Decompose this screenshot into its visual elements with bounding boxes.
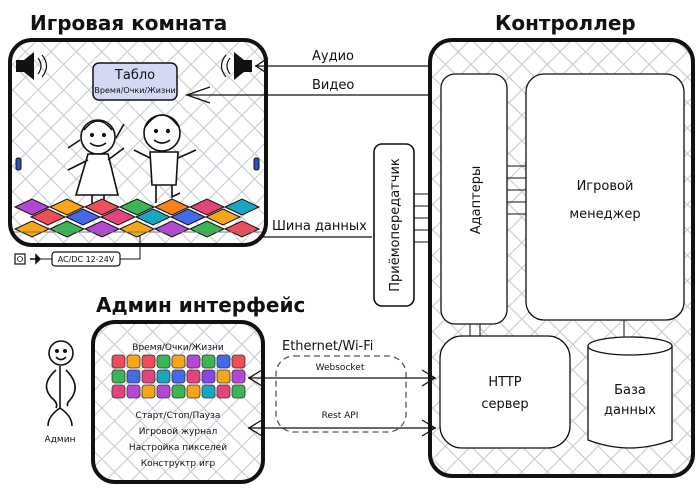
adapters-block: Адаптеры xyxy=(440,73,508,325)
admin-pixel[interactable] xyxy=(171,354,186,369)
admin-title: Админ интерфейс xyxy=(96,293,305,317)
admin-pixel[interactable] xyxy=(141,354,156,369)
floor-tile xyxy=(223,220,261,238)
data-bus-label: Шина данных xyxy=(272,219,367,234)
admin-grid-title: Время/Очки/Жизни xyxy=(132,343,224,353)
floor-tile xyxy=(223,198,261,216)
admin-pixel[interactable] xyxy=(111,354,126,369)
admin-pixel[interactable] xyxy=(141,369,156,384)
admin-pixel[interactable] xyxy=(231,369,246,384)
scoreboard-subtitle: Время/Очки/Жизни xyxy=(94,86,175,95)
websocket-label: Websocket xyxy=(316,363,365,373)
rest-api-label: Rest API xyxy=(322,411,359,421)
websocket-link: Websocket xyxy=(247,363,437,387)
socket-icon xyxy=(14,253,26,265)
admin-pixel[interactable] xyxy=(111,384,126,399)
database-label-line2: данных xyxy=(604,403,656,418)
speaker-right-icon xyxy=(220,52,252,80)
admin-pixel[interactable] xyxy=(156,354,171,369)
network-links: Ethernet/Wi-Fi Websocket Rest API xyxy=(247,339,437,437)
admin-pixel[interactable] xyxy=(171,384,186,399)
admin-pixel-grid xyxy=(111,354,246,399)
admin-pixel[interactable] xyxy=(171,369,186,384)
admin-pixel[interactable] xyxy=(216,384,231,399)
admin-pixel[interactable] xyxy=(186,369,201,384)
game-manager-label-line1: Игровой xyxy=(577,179,634,194)
admin-pixel[interactable] xyxy=(126,369,141,384)
boy-figure-icon xyxy=(133,114,197,203)
girl-figure-icon xyxy=(67,119,125,209)
game-manager-block: Игровой менеджер xyxy=(525,73,685,321)
transceiver: Приёмопередатчик xyxy=(373,143,440,307)
floor-tile xyxy=(204,208,242,226)
admin-pixel[interactable] xyxy=(201,354,216,369)
video-label: Видео xyxy=(312,78,354,93)
adapters-label: Адаптеры xyxy=(469,166,484,234)
floor-tiles xyxy=(13,198,261,238)
admin-section: Админ интерфейс Админ Время/Очки/Жизни С… xyxy=(45,293,305,484)
game-room: Игровая комната Табло Время/Очки/Жизни xyxy=(8,11,268,247)
admin-pixel[interactable] xyxy=(201,384,216,399)
sensor-left-icon xyxy=(15,157,22,171)
database-label-line1: База xyxy=(614,383,646,398)
video-link: Видео xyxy=(185,78,430,104)
admin-pixel[interactable] xyxy=(216,369,231,384)
admin-pixel[interactable] xyxy=(186,354,201,369)
http-server-label-line2: сервер xyxy=(481,397,528,412)
http-server-label-line1: HTTP xyxy=(488,375,521,390)
rest-api-link: Rest API xyxy=(247,411,437,437)
admin-pixel[interactable] xyxy=(201,369,216,384)
game-room-frame xyxy=(8,38,268,247)
admin-pixel[interactable] xyxy=(231,354,246,369)
data-bus-link: Шина данных xyxy=(262,219,372,238)
database-block: База данных xyxy=(587,336,673,449)
controller-title: Контроллер xyxy=(495,11,636,35)
transceiver-label: Приёмопередатчик xyxy=(388,158,403,292)
admin-pixel[interactable] xyxy=(231,384,246,399)
plug-icon xyxy=(30,253,42,265)
scoreboard-title: Табло xyxy=(114,68,155,83)
admin-pixel[interactable] xyxy=(126,384,141,399)
controller: Контроллер Адаптеры Игровой менеджер HTT… xyxy=(428,11,695,478)
speaker-left-icon xyxy=(16,52,48,80)
network-cloud xyxy=(275,355,407,433)
admin-actor-label: Админ xyxy=(45,435,76,445)
admin-menu-game-log[interactable]: Игровой журнал xyxy=(139,427,218,437)
admin-pixel[interactable] xyxy=(156,369,171,384)
admin-pixel[interactable] xyxy=(126,354,141,369)
audio-link: Аудио xyxy=(254,49,430,75)
admin-menu-pixel-settings[interactable]: Настройка пикселей xyxy=(129,443,227,453)
http-server-block: HTTP сервер xyxy=(439,335,571,449)
audio-label: Аудио xyxy=(312,49,354,64)
game-room-title: Игровая комната xyxy=(30,11,227,35)
ethernet-label: Ethernet/Wi-Fi xyxy=(282,339,373,354)
power-supply: AC/DC 12-24V xyxy=(14,235,141,267)
admin-pixel[interactable] xyxy=(156,384,171,399)
admin-pixel[interactable] xyxy=(111,369,126,384)
sensor-right-icon xyxy=(253,157,260,171)
admin-pixel[interactable] xyxy=(141,384,156,399)
power-label: AC/DC 12-24V xyxy=(58,255,115,264)
game-manager-label-line2: менеджер xyxy=(569,207,640,222)
admin-pixel[interactable] xyxy=(216,354,231,369)
admin-actor-icon xyxy=(45,340,76,427)
scoreboard: Табло Время/Очки/Жизни xyxy=(92,62,178,101)
admin-menu-game-constructor[interactable]: Конструктр игр xyxy=(141,459,216,469)
admin-menu-start-stop[interactable]: Старт/Стоп/Пауза xyxy=(136,411,221,421)
admin-pixel[interactable] xyxy=(186,384,201,399)
